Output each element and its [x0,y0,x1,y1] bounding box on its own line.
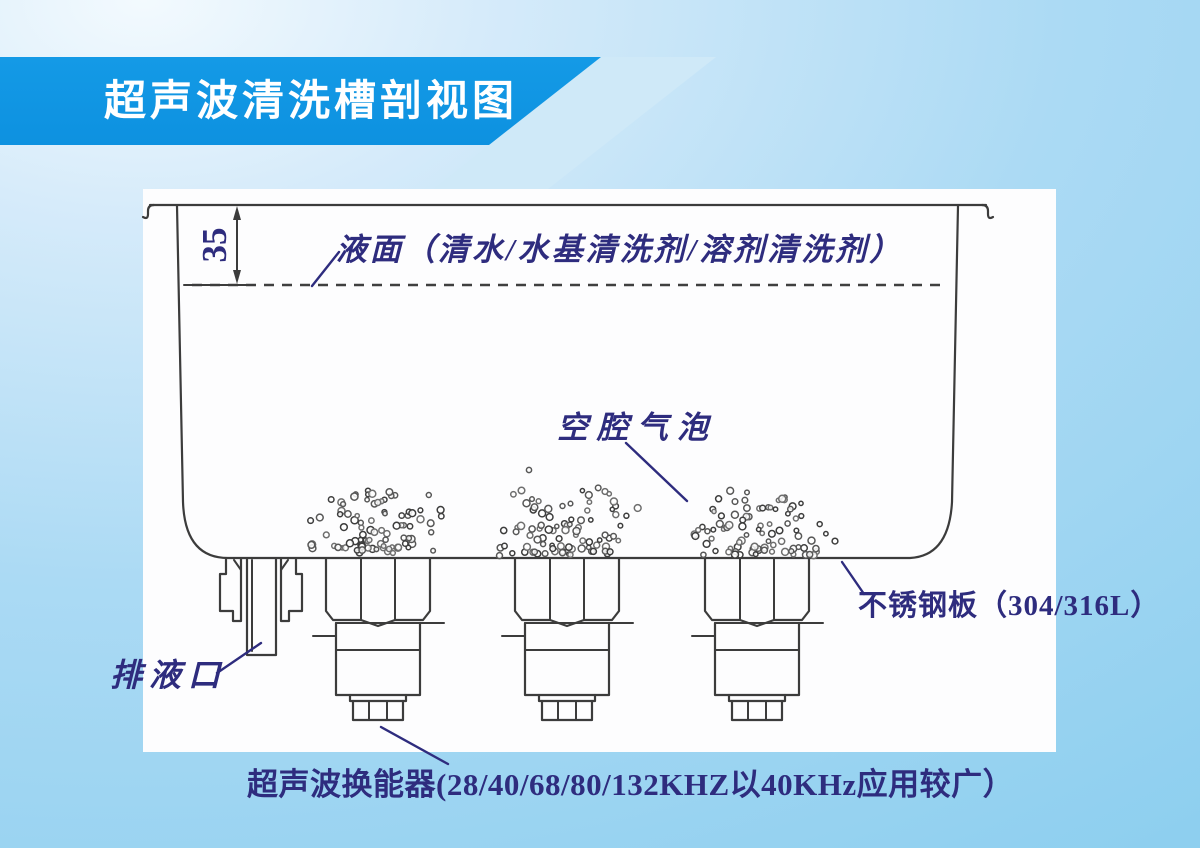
tank-left-flange-hook [141,203,156,220]
transducer-left [311,557,446,722]
transducer-right [690,557,825,722]
tank-walls [175,204,960,560]
dimension-35 [183,206,255,286]
title-banner: 超声波清洗槽剖视图 [0,57,601,145]
leader-liquid-surface [310,250,341,288]
leader-drain-port [215,641,263,675]
page-title: 超声波清洗槽剖视图 [104,77,519,124]
leader-steel-plate [840,560,866,596]
drain-port-label: 排液口 [110,657,228,693]
stainless-plate-label: 不锈钢板（304/316L） [858,590,1161,622]
drain-port-shape [218,557,304,657]
dimension-35-label: 35 [195,227,234,263]
bubble-field [307,466,839,560]
tank-right-flange-hook [980,203,995,220]
leader-bubbles [624,441,689,503]
transducer-middle [500,557,635,722]
transducer-label: 超声波换能器(28/40/68/80/132KHZ以40KHz应用较广） [247,767,1015,802]
diagram-panel [143,189,1056,752]
leader-transducer [379,725,450,766]
cavitation-bubbles-label: 空腔气泡 [557,410,717,445]
liquid-surface-label: 液面（清水/水基清洗剂/溶剂清洗剂） [336,232,904,267]
